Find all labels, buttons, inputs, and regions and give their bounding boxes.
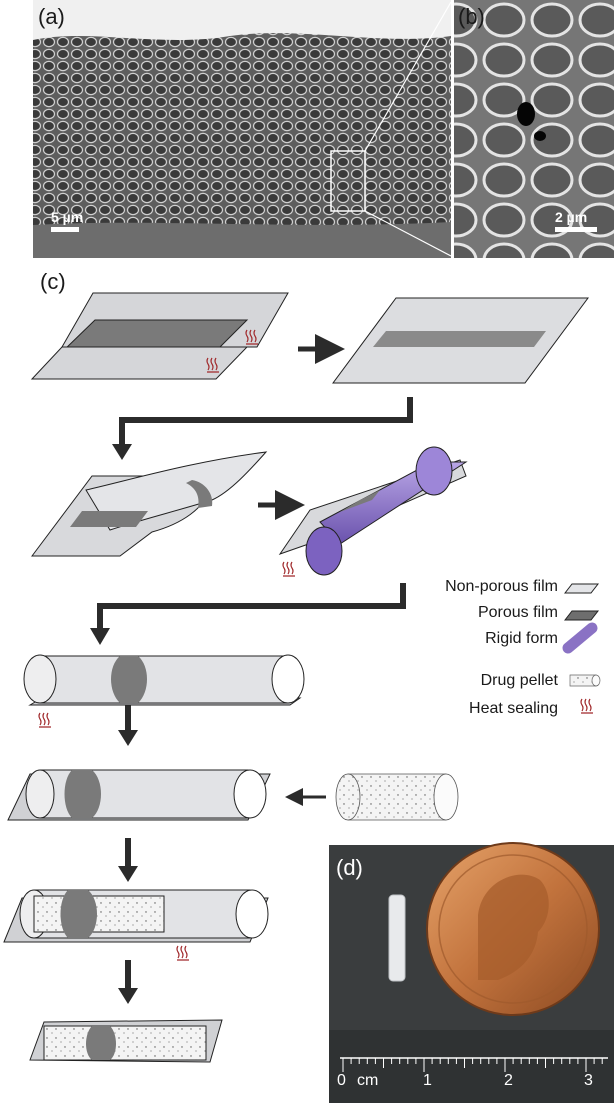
ruler-tick-0: 0 xyxy=(337,1072,346,1089)
legend-heat-icon xyxy=(580,698,593,714)
legend-non-porous-label: Non-porous film xyxy=(445,578,558,595)
drug-pellet-free xyxy=(335,773,459,821)
panel-label-a: (a) xyxy=(38,4,65,29)
sem-image-b xyxy=(454,0,614,258)
step4-rigid-form xyxy=(278,446,468,576)
ruler-ticks xyxy=(342,1058,603,1072)
arrow-head-row2 xyxy=(112,444,132,460)
zoom-box xyxy=(330,150,366,212)
zoom-line-bottom xyxy=(364,210,452,257)
step1-film-stack xyxy=(30,292,289,380)
panel-label-c: (c) xyxy=(40,269,66,294)
step8-sealed-device xyxy=(29,1019,223,1063)
sem-image-a xyxy=(33,0,452,258)
legend-rigid-label: Rigid form xyxy=(485,630,558,647)
arrow-head-step8 xyxy=(118,988,138,1004)
arrow-head-step6 xyxy=(118,730,138,746)
legend-pellet-icon xyxy=(569,674,601,687)
arrow-row1-to-row2 xyxy=(119,397,413,448)
scale-bar-a: 5 µm xyxy=(51,209,83,232)
legend-porous-icon xyxy=(563,610,600,621)
step5-tube xyxy=(23,654,305,706)
scale-bar-b: 2 µm xyxy=(555,209,597,232)
zoom-line-top xyxy=(364,1,452,152)
heat-seal-marks xyxy=(38,329,295,961)
photo-d xyxy=(329,842,614,1103)
flow-arrows xyxy=(90,334,413,1004)
legend-non-porous-icon xyxy=(563,583,600,594)
arrow-head-row3 xyxy=(90,628,110,645)
scale-bar-b-label: 2 µm xyxy=(555,209,588,225)
ruler-unit: cm xyxy=(357,1072,378,1089)
arrow-head-step7 xyxy=(118,866,138,882)
legend-porous-label: Porous film xyxy=(477,604,558,621)
arrow-row2-to-row3 xyxy=(97,583,406,632)
ruler-tick-1: 1 xyxy=(423,1072,432,1089)
legend-rigid-icon xyxy=(562,622,598,654)
step7-loaded-tube xyxy=(3,889,269,943)
ruler-tick-2: 2 xyxy=(504,1072,513,1089)
step3-folded-film xyxy=(31,451,268,557)
panel-label-d: (d) xyxy=(336,855,363,880)
scale-bar-a-line xyxy=(51,227,79,232)
heat-icon-step1a xyxy=(245,329,258,345)
implant-device xyxy=(388,894,406,982)
scale-bar-b-line xyxy=(555,227,597,232)
legend-icons xyxy=(562,583,601,714)
panel-label-b: (b) xyxy=(458,4,485,29)
heat-icon-step1b xyxy=(206,357,219,373)
ruler-tick-labels: 0 cm 1 2 3 xyxy=(337,1072,593,1089)
heat-icon-step7 xyxy=(176,945,189,961)
step6-tube xyxy=(7,769,271,821)
step2-sealed-film xyxy=(332,297,589,384)
heat-icon-step5 xyxy=(38,712,51,728)
legend-pellet-label: Drug pellet xyxy=(480,672,558,689)
ruler-tick-3: 3 xyxy=(584,1072,593,1089)
heat-icon-step4 xyxy=(282,561,295,577)
lincoln-profile xyxy=(478,874,549,980)
scale-bar-a-label: 5 µm xyxy=(51,209,84,225)
legend-heat-label: Heat sealing xyxy=(469,700,558,717)
